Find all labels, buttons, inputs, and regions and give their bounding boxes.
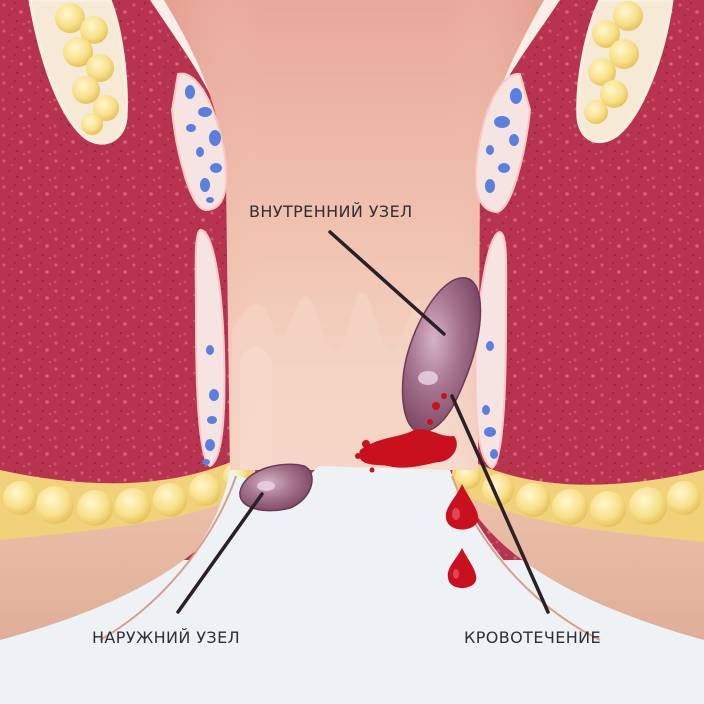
anal-opening xyxy=(100,466,600,640)
blood-splatter xyxy=(355,393,457,473)
pointer-internal-node xyxy=(328,230,446,336)
bleeding-label: КРОВОТЕЧЕНИЕ xyxy=(464,628,602,647)
vascular-plexus-left xyxy=(170,72,228,468)
pointer-bleeding xyxy=(450,394,550,614)
external-node-label: НАРУЖНИЙ УЗЕЛ xyxy=(92,628,241,647)
internal-node-label: ВНУТРЕННИЙ УЗЕЛ xyxy=(249,202,413,221)
fat-pocket-right xyxy=(576,0,674,143)
dentate-folds xyxy=(232,292,420,470)
fat-pocket-left xyxy=(28,0,128,145)
fat-layer-right xyxy=(450,452,704,542)
vascular-plexus-right xyxy=(474,72,532,470)
fat-layer-left xyxy=(0,452,258,540)
pointer-external-node xyxy=(176,492,264,614)
